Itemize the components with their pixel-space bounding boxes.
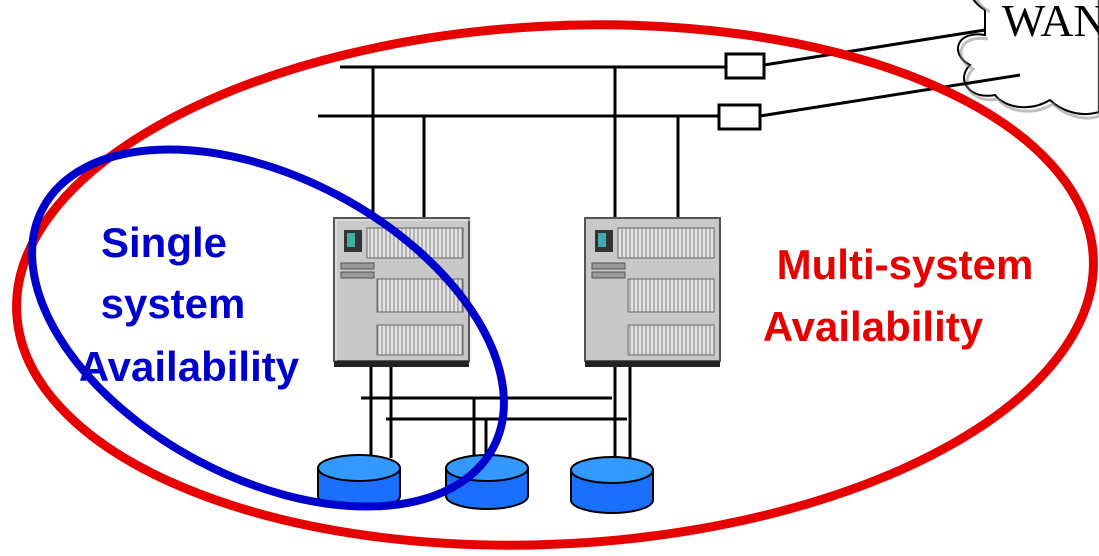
network-lines xyxy=(318,28,1021,218)
multi-label-line2: Availability xyxy=(763,303,984,350)
disk-storage-icon-3 xyxy=(570,456,654,514)
server-2 xyxy=(584,217,721,367)
single-label-line1: Single xyxy=(101,219,227,266)
wan-label: WAN xyxy=(1002,0,1099,46)
disk-storage-icon-1 xyxy=(317,454,401,510)
modem-icon-lower xyxy=(717,103,762,131)
modem-icon-upper xyxy=(724,52,766,80)
single-label-line3: Availability xyxy=(79,343,300,390)
multi-system-boundary xyxy=(12,20,1098,550)
single-label-line2: system xyxy=(101,280,246,327)
single-system-label: Single system Availability xyxy=(79,219,300,390)
single-system-boundary xyxy=(28,145,508,511)
multi-system-label: Multi-system Availability xyxy=(763,241,1033,350)
multi-label-line1: Multi-system xyxy=(777,241,1034,288)
wan-cloud-icon: WAN xyxy=(957,0,1099,120)
